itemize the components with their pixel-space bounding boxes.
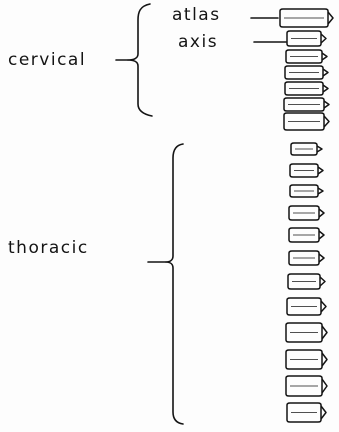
thoracic-bracket xyxy=(166,144,183,424)
cervical-label: cervical xyxy=(8,52,86,69)
atlas-label: atlas xyxy=(172,7,221,24)
axis-label: axis xyxy=(178,34,218,51)
cervical-bracket xyxy=(128,4,152,116)
thoracic-label: thoracic xyxy=(8,240,89,257)
